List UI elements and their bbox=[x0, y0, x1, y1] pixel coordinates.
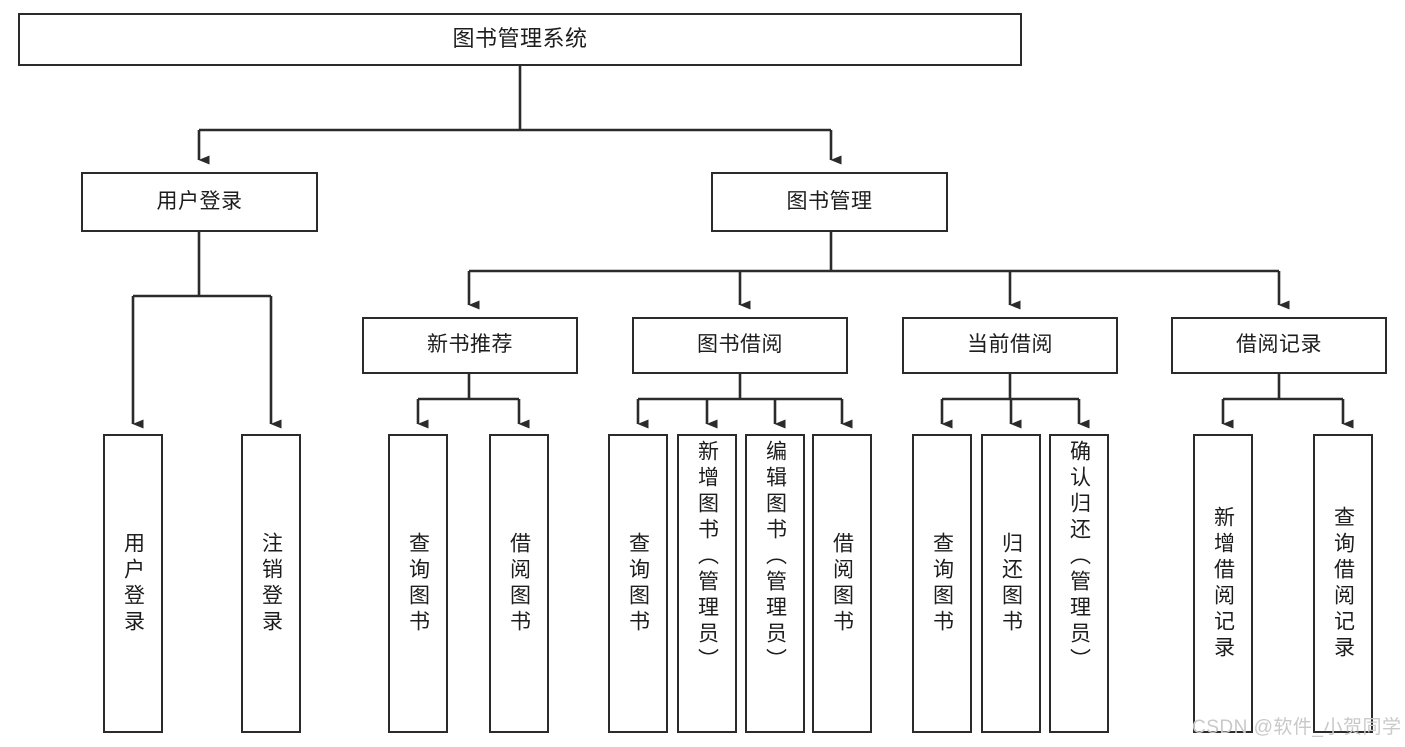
node-root-book-management-system[interactable]: 图书管理系统 bbox=[18, 13, 1022, 66]
node-label: 查询图书 bbox=[930, 531, 954, 636]
node-label: 新增图书（管理员） bbox=[695, 440, 719, 674]
node-label: 编辑图书（管理员） bbox=[763, 440, 787, 674]
node-label: 新书推荐 bbox=[427, 333, 513, 357]
csdn-watermark: CSDN @软件_小贺同学 bbox=[1192, 717, 1402, 738]
node-leaf-query-book-3[interactable]: 查询图书 bbox=[912, 434, 972, 733]
node-label: 图书管理系统 bbox=[452, 26, 588, 52]
node-label: 借阅图书 bbox=[507, 531, 531, 636]
node-leaf-return-book[interactable]: 归还图书 bbox=[981, 434, 1041, 733]
node-label: 查询图书 bbox=[406, 531, 430, 636]
node-label: 确认归还（管理员） bbox=[1067, 440, 1091, 674]
node-leaf-query-borrow-record[interactable]: 查询借阅记录 bbox=[1313, 434, 1373, 733]
node-book-management[interactable]: 图书管理 bbox=[711, 172, 948, 232]
node-leaf-logout-login[interactable]: 注销登录 bbox=[241, 434, 301, 733]
node-leaf-confirm-return[interactable]: 确认归还（管理员） bbox=[1049, 434, 1109, 733]
node-leaf-borrow-book-2[interactable]: 借阅图书 bbox=[812, 434, 872, 733]
node-label: 归还图书 bbox=[999, 531, 1023, 636]
node-label: 借阅图书 bbox=[830, 531, 854, 636]
node-label: 借阅记录 bbox=[1236, 333, 1322, 357]
node-label: 新增借阅记录 bbox=[1211, 505, 1235, 662]
node-label: 注销登录 bbox=[259, 531, 283, 636]
node-label: 用户登录 bbox=[156, 189, 243, 213]
node-leaf-query-book-2[interactable]: 查询图书 bbox=[608, 434, 668, 733]
node-book-borrow[interactable]: 图书借阅 bbox=[632, 317, 848, 374]
node-label: 图书借阅 bbox=[697, 333, 783, 357]
node-new-book-recommend[interactable]: 新书推荐 bbox=[362, 317, 578, 374]
node-label: 当前借阅 bbox=[967, 333, 1053, 357]
node-label: 图书管理 bbox=[786, 189, 873, 213]
node-leaf-user-login[interactable]: 用户登录 bbox=[103, 434, 163, 733]
node-user-login[interactable]: 用户登录 bbox=[81, 172, 318, 232]
node-leaf-add-borrow-record[interactable]: 新增借阅记录 bbox=[1193, 434, 1253, 733]
node-borrow-record[interactable]: 借阅记录 bbox=[1171, 317, 1387, 374]
node-leaf-query-book-1[interactable]: 查询图书 bbox=[388, 434, 448, 733]
node-leaf-borrow-book-1[interactable]: 借阅图书 bbox=[489, 434, 549, 733]
node-label: 查询图书 bbox=[626, 531, 650, 636]
node-leaf-edit-book[interactable]: 编辑图书（管理员） bbox=[745, 434, 805, 733]
node-leaf-add-book[interactable]: 新增图书（管理员） bbox=[677, 434, 737, 733]
node-label: 查询借阅记录 bbox=[1331, 505, 1355, 662]
node-label: 用户登录 bbox=[121, 531, 145, 636]
node-current-borrow[interactable]: 当前借阅 bbox=[902, 317, 1118, 374]
